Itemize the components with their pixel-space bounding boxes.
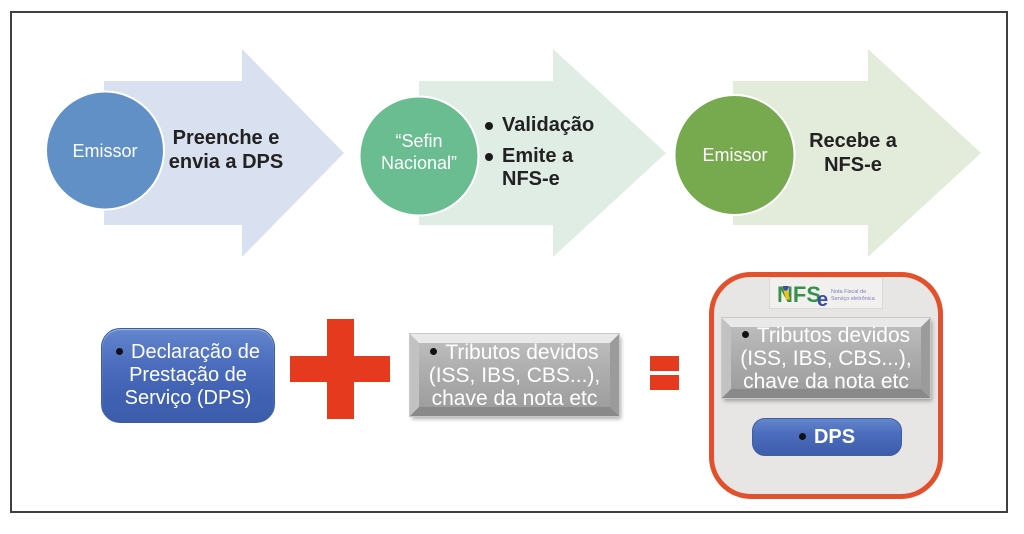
step3-text-line1: Recebe a <box>809 130 897 152</box>
result-tributos-line1: Tributos devidos <box>731 324 921 347</box>
bullet-dot-icon <box>485 153 493 161</box>
diagram-frame <box>10 11 1008 513</box>
step3-arrow-shape <box>733 49 981 257</box>
equals-icon <box>650 356 679 390</box>
dps-box-line1: Declaração de <box>102 341 274 364</box>
plus-icon <box>290 319 390 419</box>
dps-declaration-box: Declaração de Prestação de Serviço (DPS) <box>101 328 275 423</box>
nfse-logo-graphic: NFS e Nota Fiscal de Serviço eletrônica <box>777 282 876 311</box>
step3-arrow-text: Recebe a NFS-e <box>790 129 916 177</box>
result-dps-label: DPS <box>813 425 856 448</box>
tributos-line2: (ISS, IBS, CBS...), <box>428 363 601 387</box>
nfse-logo-caption1: Nota Fiscal de <box>831 289 866 295</box>
step3-circle-label-line: Emissor <box>702 145 768 165</box>
result-dps-box: DPS <box>752 418 902 456</box>
step1-arrow-text: Preenche e envia a DPS <box>160 126 292 174</box>
tributos-line1-text: Tributos devidos <box>445 340 599 364</box>
step2-bullet2-text: Emite a NFS-e <box>502 145 573 191</box>
step2-circle-label: “Sefin Nacional” <box>360 130 478 174</box>
step2-bullet-item2: Emite a NFS-e <box>485 145 594 191</box>
step3-text-line2: NFS-e <box>824 154 882 176</box>
result-tributos-line1-text: Tributos devidos <box>756 323 911 347</box>
bullet-dot-icon <box>116 348 124 356</box>
step2-circle-label-line2: Nacional” <box>380 153 458 173</box>
step2-bullet1-line1: Validação <box>502 114 595 136</box>
bullet-dot-icon <box>430 348 438 356</box>
step1-circle-label: Emissor <box>46 140 164 162</box>
step1-arrow-shape <box>104 49 344 257</box>
dps-box-line1-text: Declaração de <box>131 341 260 363</box>
step1-text-line2: envia a DPS <box>168 151 284 173</box>
step1-circle-label-line: Emissor <box>72 141 138 161</box>
bullet-dot-icon <box>485 122 493 130</box>
nfse-logo-e: e <box>817 289 828 308</box>
nfse-logo: NFS e Nota Fiscal de Serviço eletrônica <box>769 277 883 311</box>
step3-circle <box>673 94 796 216</box>
step1-text-line1: Preenche e <box>172 127 280 149</box>
bullet-dot-icon <box>741 331 749 339</box>
tributos-line1: Tributos devidos <box>419 341 610 364</box>
step2-bullet2-line2: NFS-e <box>502 168 560 190</box>
step2-circle-label-line1: “Sefin <box>395 131 443 151</box>
result-tributos-line2: (ISS, IBS, CBS...), <box>740 346 912 370</box>
step3-circle-label: Emissor <box>676 144 794 166</box>
dps-box-line2: Prestação de <box>129 364 247 386</box>
bullet-dot-icon <box>798 432 806 440</box>
result-tributos-box: Tributos devidos (ISS, IBS, CBS...), cha… <box>722 318 930 398</box>
tributos-line3: chave da nota etc <box>431 386 598 410</box>
step2-bullet1-text: Validação <box>502 114 594 137</box>
step2-arrow-shape <box>419 49 666 257</box>
result-dps-line: DPS <box>798 425 856 449</box>
step1-circle <box>45 90 165 211</box>
dps-box-line3: Serviço (DPS) <box>124 387 252 409</box>
tributos-box: Tributos devidos (ISS, IBS, CBS...), cha… <box>410 334 619 416</box>
step2-bullet2-line1: Emite a <box>502 145 574 167</box>
step2-circle <box>358 95 480 217</box>
result-tributos-line3: chave da nota etc <box>743 369 909 393</box>
step2-bullet-list: Validação Emite a NFS-e <box>485 114 594 191</box>
nfse-logo-flag-blue <box>782 286 789 291</box>
step2-bullet-item1: Validação <box>485 114 594 137</box>
nfse-logo-brand: NFS <box>777 282 821 307</box>
nfse-logo-caption2: Serviço eletrônica <box>831 296 876 302</box>
